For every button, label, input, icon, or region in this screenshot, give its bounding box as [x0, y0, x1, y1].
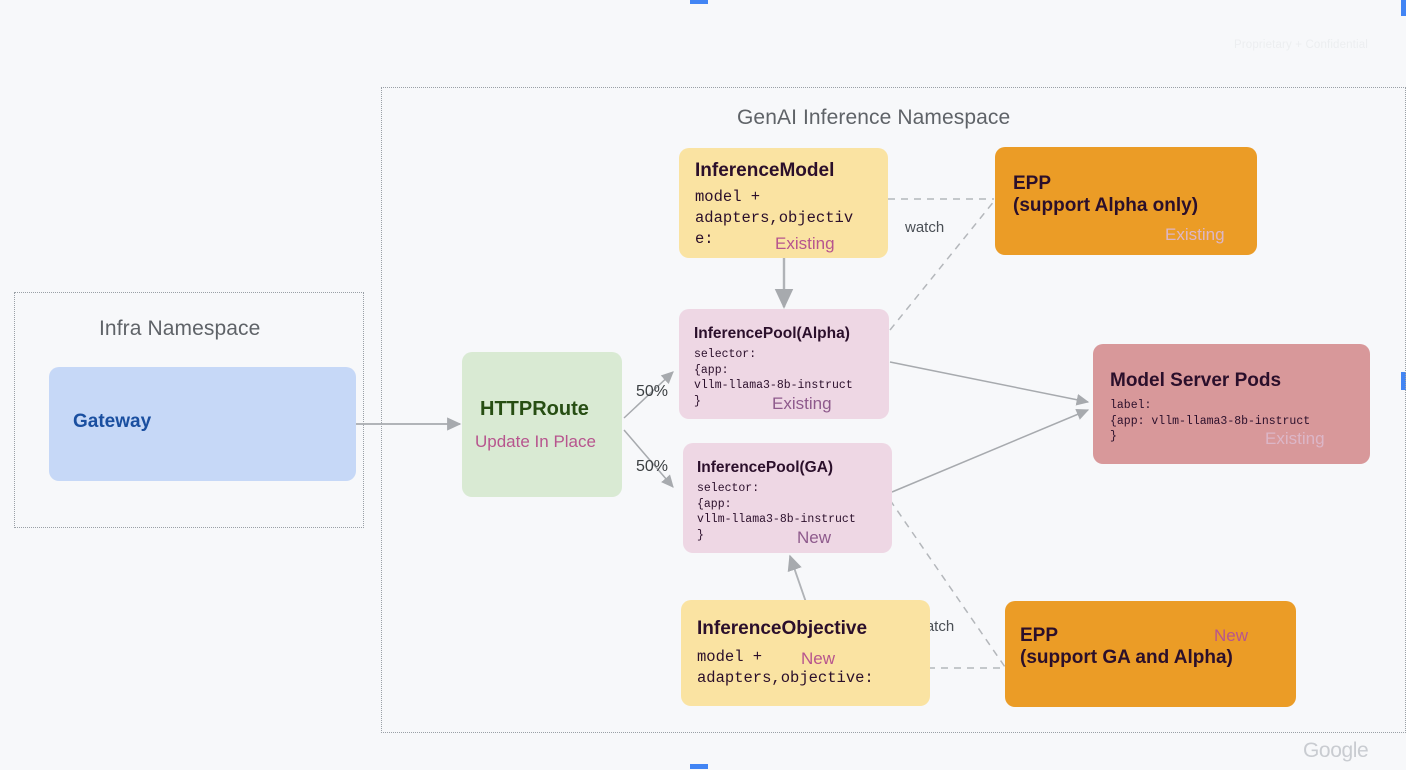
- node-inferencepool-ga-title: InferencePool(GA): [697, 459, 834, 476]
- node-gateway[interactable]: Gateway: [49, 367, 356, 481]
- edge-label-split-top: 50%: [636, 383, 669, 400]
- slide-edge-mark-right: [1401, 372, 1406, 390]
- genai-namespace-title: GenAI Inference Namespace: [737, 106, 1011, 129]
- confidentiality-watermark: Proprietary + Confidential: [1234, 39, 1368, 51]
- node-epp-alpha[interactable]: EPP (support Alpha only) Existing: [995, 147, 1257, 255]
- node-model-server-pods-title: Model Server Pods: [1110, 370, 1282, 391]
- node-inferencepool-alpha[interactable]: InferencePool(Alpha) selector: {app: vll…: [679, 309, 889, 419]
- node-inferencepool-ga-tag: New: [797, 528, 832, 547]
- node-epp-ga[interactable]: EPP (support GA and Alpha) New: [1005, 601, 1296, 707]
- node-epp-ga-title: EPP (support GA and Alpha): [1020, 625, 1233, 669]
- node-gateway-title: Gateway: [73, 411, 152, 432]
- node-epp-ga-tag: New: [1214, 626, 1249, 645]
- node-inferencemodel[interactable]: InferenceModel model + adapters,objectiv…: [679, 148, 888, 258]
- node-inferencepool-alpha-body: selector: {app: vllm-llama3-8b-instruct …: [694, 348, 853, 408]
- node-inferencemodel-body: model + adapters,objectiv e:: [695, 188, 854, 248]
- slide-edge-mark-top-right: [1401, 0, 1406, 16]
- node-inferencemodel-title: InferenceModel: [695, 160, 835, 181]
- node-inferenceobjective[interactable]: InferenceObjective model + adapters,obje…: [681, 600, 930, 706]
- google-logo: Google: [1303, 739, 1369, 762]
- node-model-server-pods-tag: Existing: [1265, 429, 1325, 448]
- node-httproute-tag: Update In Place: [475, 432, 596, 451]
- node-inferenceobjective-body: model + adapters,objective:: [697, 648, 874, 687]
- node-epp-alpha-title: EPP (support Alpha only): [1013, 173, 1199, 217]
- node-inferencepool-ga[interactable]: InferencePool(GA) selector: {app: vllm-l…: [683, 443, 892, 553]
- node-httproute[interactable]: HTTPRoute Update In Place: [462, 352, 622, 497]
- node-inferencemodel-tag: Existing: [775, 234, 835, 253]
- node-inferencepool-alpha-tag: Existing: [772, 394, 832, 413]
- edge-label-watch-top: watch: [905, 219, 945, 236]
- node-httproute-title: HTTPRoute: [480, 398, 589, 420]
- edge-label-split-bottom: 50%: [636, 458, 669, 475]
- node-inferenceobjective-title: InferenceObjective: [697, 618, 868, 639]
- slide-edge-mark-bottom: [690, 764, 708, 769]
- node-model-server-pods-body: label: {app: vllm-llama3-8b-instruct }: [1110, 399, 1311, 444]
- node-inferencepool-ga-body: selector: {app: vllm-llama3-8b-instruct …: [697, 482, 856, 542]
- node-inferencepool-alpha-title: InferencePool(Alpha): [694, 325, 850, 342]
- infra-namespace-title: Infra Namespace: [99, 317, 261, 340]
- node-inferenceobjective-tag: New: [801, 649, 836, 668]
- node-epp-alpha-tag: Existing: [1165, 225, 1225, 244]
- slide-edge-mark-top: [690, 0, 708, 4]
- infra-namespace-boundary: [14, 292, 364, 528]
- node-model-server-pods[interactable]: Model Server Pods label: {app: vllm-llam…: [1093, 344, 1370, 464]
